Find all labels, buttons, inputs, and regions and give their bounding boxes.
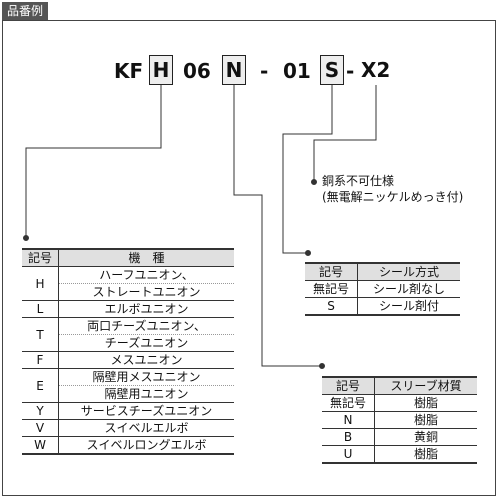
code-box-seal: S <box>320 55 344 85</box>
table-row: V スイベルエルボ <box>22 419 234 437</box>
seal-value: シール剤なし <box>357 280 460 298</box>
code-dash-2: - <box>346 59 355 83</box>
leader-seal <box>282 85 333 254</box>
kind-code: T <box>22 317 59 352</box>
kind-value: ハーフユニオン、 <box>58 266 234 284</box>
kind-code: V <box>22 419 59 437</box>
kind-value: スイベルエルボ <box>58 419 234 437</box>
kind-code: L <box>22 300 59 318</box>
sleeve-code: 無記号 <box>322 394 375 412</box>
sleeve-table-header: 記号 スリーブ材質 <box>322 376 477 395</box>
table-row: N 樹脂 <box>322 411 477 429</box>
kind-header-type: 機 種 <box>58 248 234 267</box>
table-row: W スイベルロングエルボ <box>22 436 234 455</box>
seal-header-method: シール方式 <box>357 262 460 281</box>
kind-code: E <box>22 368 59 403</box>
kind-value: 隔壁用ユニオン <box>58 385 234 403</box>
table-row: T 両口チーズユニオン、 <box>22 317 234 352</box>
table-row: U 樹脂 <box>322 445 477 464</box>
code-box-sleeve: N <box>222 55 246 85</box>
leader-seal-dot <box>305 250 311 256</box>
seal-table-header: 記号 シール方式 <box>305 262 460 281</box>
table-row: L エルボユニオン <box>22 300 234 318</box>
table-row: 無記号 シール剤なし <box>305 280 460 298</box>
seal-code: 無記号 <box>305 280 358 298</box>
code-prefix-kf: KF <box>114 59 144 83</box>
sleeve-value: 樹脂 <box>374 411 477 429</box>
table-row: F メスユニオン <box>22 351 234 369</box>
table-row: Y サービスチーズユニオン <box>22 402 234 420</box>
sleeve-value: 樹脂 <box>374 394 477 412</box>
note-line-1: 銅系不可仕様 <box>322 174 395 188</box>
table-row: 無記号 樹脂 <box>322 394 477 412</box>
code-dash-1: - <box>260 59 269 83</box>
kind-value: 両口チーズユニオン、 <box>58 317 234 335</box>
kind-code: F <box>22 351 59 369</box>
kind-value: スイベルロングエルボ <box>58 436 234 455</box>
sleeve-code: B <box>322 428 375 446</box>
seal-header-code: 記号 <box>305 262 358 281</box>
code-option: X2 <box>361 58 391 82</box>
leader-option-dot <box>311 179 317 185</box>
sleeve-value: 樹脂 <box>374 445 477 464</box>
sleeve-value: 黄銅 <box>374 428 477 446</box>
table-row: B 黄銅 <box>322 428 477 446</box>
kind-table: 記号 機 種 H ハーフユニオン、 ストレートユニオン L エルボユニオン T … <box>22 248 234 455</box>
leader-option <box>313 85 377 180</box>
kind-table-header: 記号 機 種 <box>22 248 234 267</box>
seal-code: S <box>305 297 358 316</box>
sleeve-code: U <box>322 445 375 464</box>
section-title: 品番例 <box>2 2 49 20</box>
sleeve-table: 記号 スリーブ材質 無記号 樹脂 N 樹脂 B 黄銅 U 樹脂 <box>322 376 477 464</box>
leader-kind-dot <box>23 235 29 241</box>
note-line-2: (無電解ニッケルめっき付) <box>322 190 464 204</box>
kind-header-code: 記号 <box>22 248 59 267</box>
leader-sleeve <box>233 85 320 367</box>
kind-value: サービスチーズユニオン <box>58 402 234 420</box>
sleeve-header-material: スリーブ材質 <box>374 376 477 395</box>
content-frame <box>2 20 496 496</box>
kind-value: 隔壁用メスユニオン <box>58 368 234 386</box>
leader-kind <box>25 85 162 236</box>
kind-value: チーズユニオン <box>58 334 234 352</box>
table-row: S シール剤付 <box>305 297 460 316</box>
kind-value: ストレートユニオン <box>58 283 234 301</box>
sleeve-code: N <box>322 411 375 429</box>
code-thread: 01 <box>283 59 311 83</box>
seal-value: シール剤付 <box>357 297 460 316</box>
table-row: チーズユニオン <box>22 334 234 352</box>
kind-value: メスユニオン <box>58 351 234 369</box>
table-row: 隔壁用ユニオン <box>22 385 234 403</box>
table-row: H ハーフユニオン、 <box>22 266 234 301</box>
code-size: 06 <box>183 59 211 83</box>
sleeve-header-code: 記号 <box>322 376 375 395</box>
seal-table: 記号 シール方式 無記号 シール剤なし S シール剤付 <box>305 262 460 316</box>
table-row: E 隔壁用メスユニオン <box>22 368 234 403</box>
kind-code: H <box>22 266 59 301</box>
code-box-kind: H <box>149 55 173 85</box>
kind-code: Y <box>22 402 59 420</box>
kind-value: エルボユニオン <box>58 300 234 318</box>
table-row: ストレートユニオン <box>22 283 234 301</box>
kind-code: W <box>22 436 59 455</box>
leader-sleeve-dot <box>319 363 325 369</box>
